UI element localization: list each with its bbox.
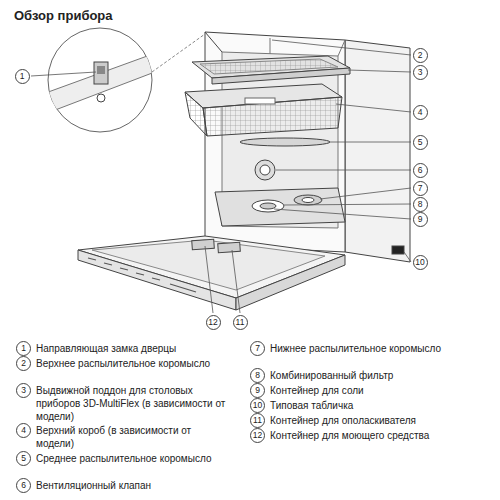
part-description: Вентиляционный клапан bbox=[36, 479, 226, 492]
part-description: Комбинированный фильтр bbox=[270, 369, 490, 382]
callout-number: 7 bbox=[250, 341, 265, 356]
callout-number: 9 bbox=[250, 383, 265, 398]
part-description: Верхний короб (в зависимости от модели) bbox=[36, 424, 226, 450]
callout-number: 11 bbox=[250, 413, 265, 428]
callout-number: 10 bbox=[250, 398, 265, 413]
callout-number: 3 bbox=[16, 383, 31, 398]
callout-number: 6 bbox=[413, 163, 428, 178]
callout-number: 4 bbox=[413, 105, 428, 120]
callout-number: 2 bbox=[413, 48, 428, 63]
title: Обзор прибора bbox=[14, 8, 113, 24]
leader-lines bbox=[31, 40, 411, 313]
part-description: Нижнее распылительное коромысло bbox=[270, 342, 490, 355]
part-description: Верхнее распылительное коромысло bbox=[36, 357, 226, 370]
part-description: Среднее распылительное коромысло bbox=[36, 452, 226, 465]
callout-number: 5 bbox=[16, 451, 31, 466]
callout-number: 3 bbox=[413, 65, 428, 80]
callout-number: 4 bbox=[16, 423, 31, 438]
callout-number: 7 bbox=[413, 181, 428, 196]
callout-number: 8 bbox=[250, 368, 265, 383]
callout-number: 9 bbox=[413, 212, 428, 227]
part-description: Типовая табличка bbox=[270, 399, 490, 412]
callout-number: 12 bbox=[206, 315, 221, 330]
callout-number: 5 bbox=[413, 135, 428, 150]
part-description: Контейнер для соли bbox=[270, 384, 490, 397]
callout-number: 2 bbox=[16, 356, 31, 371]
part-description: Контейнер для моющего средства bbox=[270, 429, 490, 442]
callout-number: 8 bbox=[413, 197, 428, 212]
callout-number: 6 bbox=[16, 478, 31, 493]
part-description: Направляющая замка дверцы bbox=[36, 342, 226, 355]
callout-number: 11 bbox=[233, 315, 248, 330]
callout-number: 12 bbox=[250, 428, 265, 443]
part-description: Выдвижной поддон для столовых приборов 3… bbox=[36, 384, 226, 423]
callout-number: 10 bbox=[413, 255, 428, 270]
part-description: Контейнер для ополаскивателя bbox=[270, 414, 490, 427]
callout-number: 1 bbox=[16, 341, 31, 356]
callout-number: 1 bbox=[15, 69, 30, 84]
